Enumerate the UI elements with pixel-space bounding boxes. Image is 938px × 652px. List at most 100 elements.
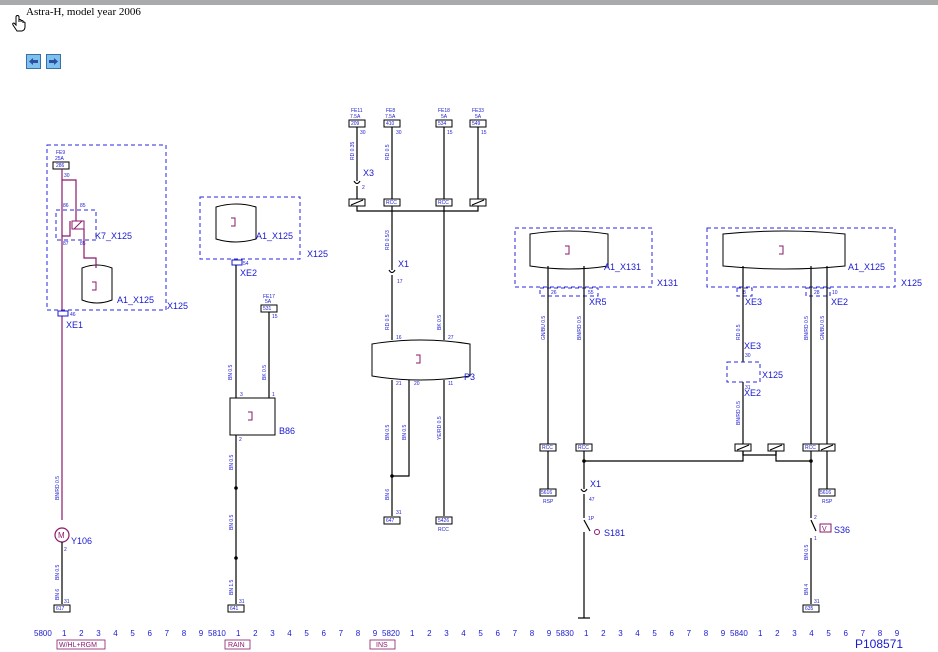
grid-row-label: 5820: [382, 629, 400, 638]
wire-w22: BN 4: [804, 584, 810, 595]
harness-x125-label-2: X125: [307, 249, 328, 259]
conn-rcc-3: RCC: [542, 445, 553, 451]
pin-21: 21: [396, 381, 402, 387]
fuse-fe8-name: FE8: [386, 108, 395, 114]
pin-1p: 1P: [588, 516, 595, 522]
pin-31d: 31: [814, 599, 820, 605]
wire-w19: BN/RD 0.5: [804, 316, 810, 340]
tag-rain: RAIN: [228, 642, 245, 649]
pin-28: 28: [814, 290, 820, 296]
wire-w4: BN 0.5: [228, 364, 234, 380]
harness-x125-label-1: X125: [167, 301, 188, 311]
grid-number: 1: [410, 629, 415, 638]
connector-x1-b: X1: [590, 479, 601, 489]
wire-w23: BK 0.5: [437, 315, 443, 330]
fuse-fe33-code: 549: [472, 121, 481, 127]
fuse-fe33-rating: 5A: [475, 114, 482, 120]
grid-number: 3: [444, 629, 449, 638]
grid-number: 8: [356, 629, 361, 638]
fuse-fe18-name: FE18: [438, 108, 450, 114]
fuse-fe11-name: FE11: [351, 108, 363, 114]
fuse-fe17-rating: 5A: [265, 299, 272, 305]
fuse-fe11-code: 209: [351, 121, 360, 127]
fuse-fe33-name: FE33: [472, 108, 484, 114]
grid-row-label: 5840: [730, 629, 748, 638]
wire-w17: RD 0.5: [736, 324, 742, 340]
pin-15-fe33: 15: [481, 130, 487, 136]
grid-number: 1: [236, 629, 241, 638]
grid-number: 6: [670, 629, 675, 638]
pin-20: 20: [414, 381, 420, 387]
pin-8: 8: [743, 290, 746, 296]
pin-30c: 30: [396, 130, 402, 136]
wire-w1: BN/RD 0.5: [55, 476, 61, 500]
pin-2-x3: 2: [362, 185, 365, 191]
wire-w2: BN 0.5: [55, 564, 61, 580]
pin-30a: 30: [64, 173, 70, 179]
pin-11: 11: [448, 381, 453, 387]
grid-number: 8: [182, 629, 187, 638]
wire-w16: BN/RD 0.5: [577, 316, 583, 340]
grid-number: 9: [895, 629, 900, 638]
pin-31e: 31: [745, 385, 751, 391]
ground-635: 635: [805, 606, 814, 612]
fuse-fe18-rating: 5A: [441, 114, 448, 120]
grid-number: 6: [496, 629, 501, 638]
grid-number: 4: [809, 629, 814, 638]
component-y106: Y106: [71, 536, 92, 546]
top-bar: [0, 0, 938, 5]
fuse-fe11-rating: 7.5A: [350, 114, 361, 120]
wire-w3: BN 6: [55, 589, 61, 600]
wire-w18: BN/RD 0.5: [736, 401, 742, 425]
grid-number: 2: [427, 629, 432, 638]
grid-number: 4: [287, 629, 292, 638]
conn-rcc-4: RCC: [578, 445, 589, 451]
grid-number: 5: [478, 629, 483, 638]
grid-number: 5: [652, 629, 657, 638]
ground-647: 647: [386, 518, 395, 524]
fuse-fe9-name: FE9: [56, 150, 65, 156]
module-a1-label-2: A1_X125: [256, 231, 293, 241]
grid-number: 7: [339, 629, 344, 638]
grid-row-label: 5800: [34, 629, 52, 638]
back-button[interactable]: [26, 54, 41, 69]
harness-x125-label-3: X125: [901, 278, 922, 288]
pin-31b: 31: [239, 599, 245, 605]
grid-number: 7: [513, 629, 518, 638]
grid-number: 6: [322, 629, 327, 638]
harness-x125-label-4: X125: [762, 370, 783, 380]
grid-row-label: 5810: [208, 629, 226, 638]
connector-xe2-c: XE2: [744, 388, 761, 398]
grid-number: 7: [861, 629, 866, 638]
ground-5426: 5426: [438, 518, 449, 524]
switch-s181: S181: [604, 528, 625, 538]
ground-641: 641: [230, 606, 239, 612]
arrow-right-icon: [49, 58, 58, 65]
fuse-fe17-name: FE17: [263, 294, 275, 300]
conn-rcc-2: RCC: [438, 200, 449, 206]
grid-row-label: 5830: [556, 629, 574, 638]
harness-x131: X131: [657, 278, 678, 288]
pin-17: 17: [397, 279, 403, 285]
connector-xe3-a: XE3: [745, 297, 762, 307]
pin-30b: 30: [360, 130, 366, 136]
pin-31a: 31: [64, 599, 70, 605]
connector-xe1: XE1: [66, 320, 83, 330]
wire-w6: RD 0.5: [385, 144, 391, 160]
pin-2b: 2: [239, 437, 242, 443]
fuse-fe9-rating: 25A: [55, 156, 65, 162]
module-a1-x131: A1_X131: [604, 262, 641, 272]
valve-symbol: V: [822, 526, 827, 533]
grid-number: 2: [253, 629, 258, 638]
grid-number: 9: [721, 629, 726, 638]
wire-w9: RD 0.5: [385, 314, 391, 330]
grid-number: 6: [148, 629, 153, 638]
pin-2c: 2: [814, 515, 817, 521]
forward-button[interactable]: [46, 54, 61, 69]
tag-whl: W/HL+RGM: [59, 642, 97, 649]
wire-w20: GN/BU 0.5: [820, 316, 826, 340]
grid-number: 5: [826, 629, 831, 638]
grid-number: 1: [62, 629, 67, 638]
